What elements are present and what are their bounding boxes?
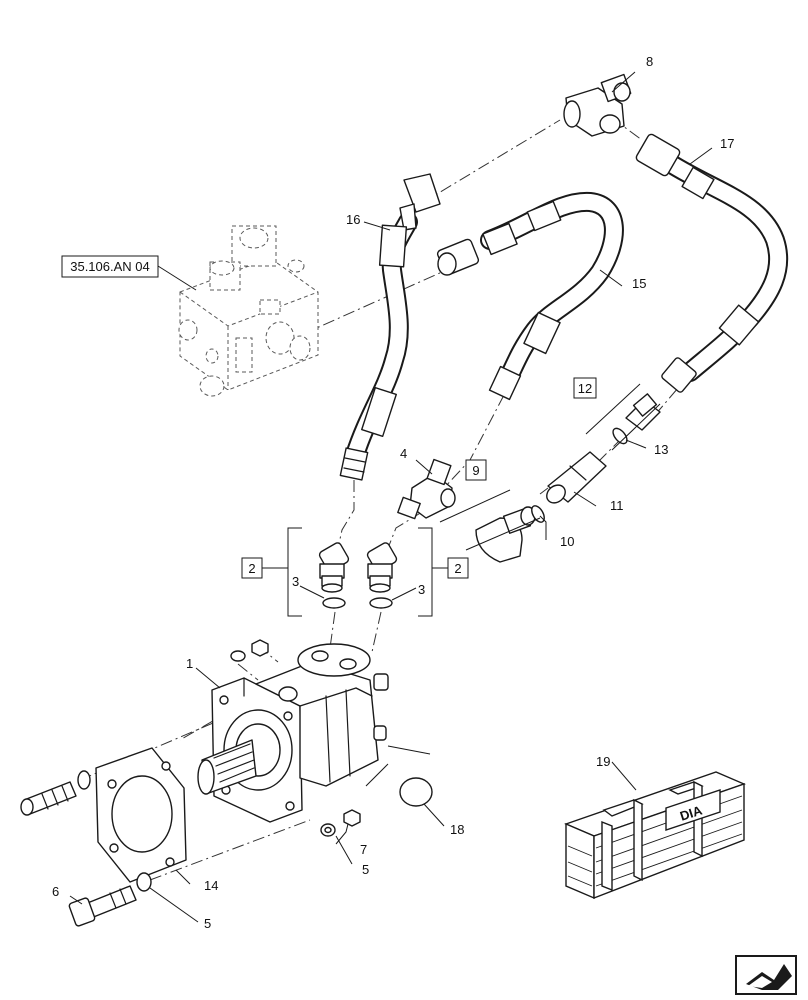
callout-8: 8 [646,54,653,69]
svg-text:9: 9 [472,463,479,478]
washer-upper-left [230,650,246,662]
elbow-fitting-9 [475,506,536,563]
callout-4: 4 [400,446,407,461]
bolt-6-top [20,781,77,816]
callout-16: 16 [346,212,360,227]
reference-label-box[interactable]: 35.106.AN 04 [61,255,159,278]
adapter-11 [546,451,607,504]
washer-5-bottom [136,872,152,892]
callout-13: 13 [654,442,668,457]
hose-17 [635,133,789,393]
reference-label[interactable]: 35.106.AN 04 [70,259,150,274]
boxed-callout-2-left: 2 [241,557,263,579]
callout-3-left: 3 [292,574,299,589]
boxed-callout-12: 12 [573,377,597,399]
callout-3-right: 3 [418,582,425,597]
tee-fitting-4 [397,458,456,520]
navigate-arrow-icon[interactable] [735,955,797,995]
crate-logo: DIA [678,802,705,823]
callout-5-bottom: 5 [204,916,211,931]
fitting-12 [625,393,661,431]
bolt-6-bottom [68,885,137,927]
callout-5-mid: 5 [362,862,369,877]
callout-11: 11 [610,498,624,513]
fitting-2-left [318,542,350,593]
leader-lines [69,71,713,923]
callout-18: 18 [450,822,464,837]
hose-16 [339,173,441,481]
o-ring-18 [399,777,433,807]
callout-1: 1 [186,656,193,671]
callout-7: 7 [360,842,367,857]
nut-7 [343,809,361,827]
crate-19: DIA [564,771,746,900]
tee-fitting-8 [563,73,632,137]
hydraulic-motor-1 [197,643,389,823]
svg-text:2: 2 [248,561,255,576]
bracket-lines [287,383,661,787]
o-ring-10 [531,505,545,523]
boxed-callout-9: 9 [465,459,487,481]
gasket-14 [95,747,187,883]
fitting-2-right [366,542,398,593]
washer-top [77,770,91,790]
hose-15 [436,191,624,401]
valve-block [178,225,319,397]
o-ring-13 [612,427,628,445]
svg-text:2: 2 [454,561,461,576]
callout-17: 17 [720,136,734,151]
callout-6: 6 [52,884,59,899]
callout-10: 10 [560,534,574,549]
washer-5-mid-hole [324,826,332,834]
o-ring-3-right [369,597,393,609]
callout-19: 19 [596,754,610,769]
svg-text:12: 12 [578,381,592,396]
o-ring-3-left [322,597,346,609]
nut-upper [251,639,269,657]
callout-14: 14 [204,878,218,893]
callout-15: 15 [632,276,646,291]
boxed-callout-2-right: 2 [447,557,469,579]
